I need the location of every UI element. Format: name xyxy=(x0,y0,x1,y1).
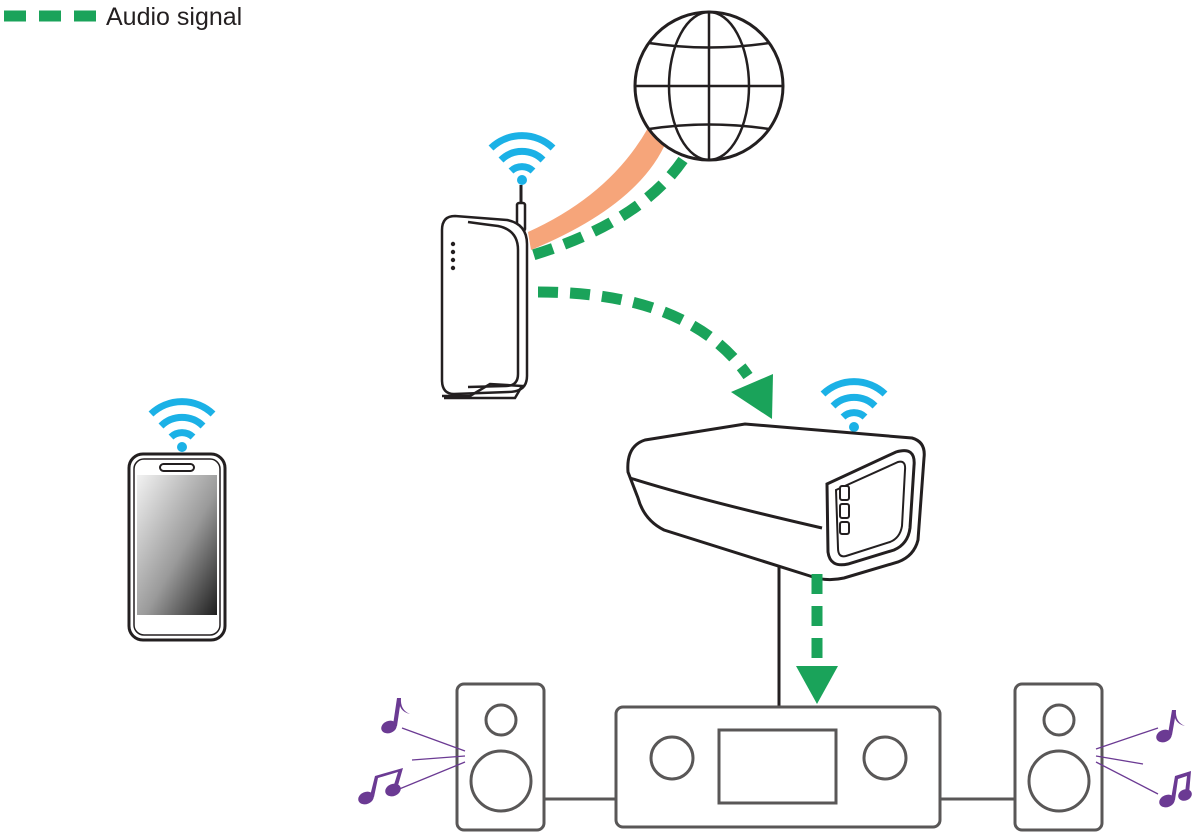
music-note-icon xyxy=(1159,771,1192,808)
audio-arrowhead-speaker xyxy=(731,374,773,419)
network-speaker-icon xyxy=(626,422,926,582)
internet-link xyxy=(528,128,667,250)
speaker-icon xyxy=(455,682,546,832)
audio-path-router-to-speaker xyxy=(537,286,753,380)
legend: Audio signal xyxy=(4,3,242,31)
audio-arrowhead-receiver xyxy=(796,666,838,704)
audio-path-globe-to-router xyxy=(531,156,688,261)
wifi-icon xyxy=(148,398,216,452)
speaker-icon xyxy=(1013,682,1104,832)
music-note-icon xyxy=(381,698,410,734)
sound-rays-left xyxy=(391,727,466,793)
music-note-icon xyxy=(358,768,403,805)
wifi-icon xyxy=(488,132,556,185)
wifi-icon xyxy=(820,378,888,432)
av-receiver-icon xyxy=(614,705,942,829)
router-icon xyxy=(440,185,529,400)
sound-rays-right xyxy=(1095,727,1159,795)
globe-icon xyxy=(633,10,785,162)
legend-label: Audio signal xyxy=(106,3,242,31)
music-note-icon xyxy=(1156,710,1185,743)
smartphone-icon xyxy=(127,452,227,642)
